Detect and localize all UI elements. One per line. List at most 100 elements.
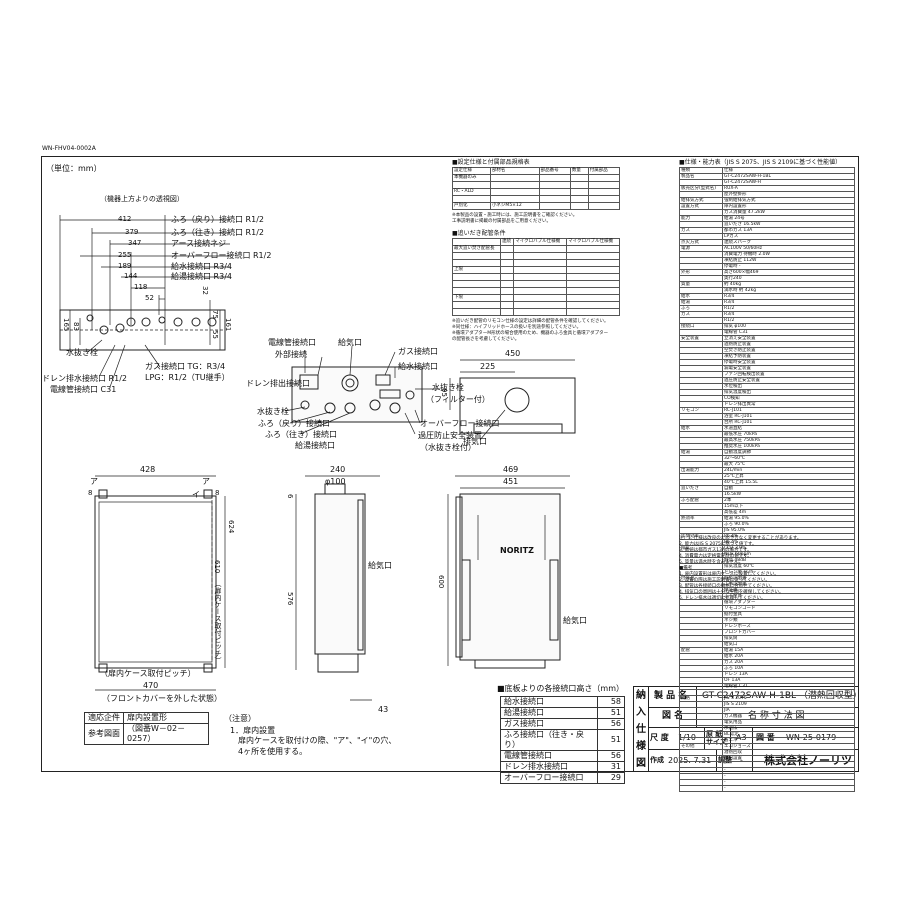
rear-600: 600 [437,575,445,589]
bv-gas: ガス接続口 [398,347,438,356]
mid-table-2: 連続マイクロバブル仕様機マイクロバブル仕様機 最大追い焚き配管長 上限 下限 [452,238,620,316]
front-624: 624 [227,520,235,534]
dim-161: 161 [224,318,232,332]
drawing-frame [41,156,859,772]
spec-note: 5. 質量は満水時を含みません。 [679,560,744,565]
spec-note: 1. 扉内設置形は扉内ケースに設置してください。 [679,572,779,577]
tb-date-label: 作成 [650,756,664,764]
mid2-c3: マイクロバブル仕様機 [566,238,620,246]
bv-water: 給水接続口 [398,362,438,371]
tb-scale-label: 尺 度 [650,733,669,742]
spec-note: 注）1. 仕様は改良のため予告なく変更することがあります。 [679,536,802,541]
tb-v4: 様 [636,741,646,752]
heights-row-name: ガス接続口 [500,718,598,730]
mid1-r1: 本機器のみ [452,174,491,182]
bv-conduit: 電線管接続口 [268,338,316,347]
heights-row-name: ドレン排水接続口 [500,761,598,773]
note-3: 4ヶ所を使用する。 [238,747,308,756]
mid2-title: ■追いだき配管条件 [452,230,506,237]
heights-row-name: 給湯接続口 [500,707,598,719]
ref-r1c1: 適応企件 [84,712,124,724]
label-bath-return: ふろ（戻り）接続口 R1/2 [171,215,264,224]
side-43: 43 [378,705,389,714]
dim-347: 347 [128,239,142,247]
side-240: 240 [330,465,346,474]
front-610: 610 [213,560,221,574]
bv-bath-ret: ふろ（戻り）接続口 [258,419,330,428]
bv-drain-plug2: 水抜き栓 [257,407,289,416]
heights-row-value: 51 [597,729,625,751]
heights-row-name: 給水接続口 [500,696,598,708]
rear-451: 451 [503,477,519,486]
mid2-note2: ※同仕様：ハイブリッドホースの扱いを別途参照してください。 [452,325,582,330]
mid2-r3: 下限 [452,294,501,302]
side-intake: 給気口 [368,561,392,570]
side-6: 6 [286,494,294,499]
rear-intake: 給気口 [563,616,587,625]
bv-relief: 過圧防止安全装置 [418,431,482,440]
tb-v5: 図 [636,758,646,769]
ref-r1c2: 扉内設置形 [123,712,209,724]
bv-drain-plug: 水抜き栓 [432,383,464,392]
label-lpg: LPG：R1/2（TU継手） [145,373,230,382]
label-overflow: オーバーフロー接続口 R1/2 [171,251,272,260]
label-water-in: 給水接続口 R3/4 [171,262,232,271]
front-e2: 8 [215,489,220,497]
tb-v1: 納 [636,690,646,701]
dim-32: 32 [201,286,209,295]
label-drain-outlet: ドレン排水接続口 R1/2 [42,374,127,383]
label-drain-plug: 水抜き栓 [66,348,98,357]
ref-r2c1: 参考図面 [84,723,124,745]
mid2-c2: マイクロバブル仕様機 [513,238,568,246]
mid2-r2: 上限 [452,266,501,274]
dim-255: 255 [118,251,132,259]
side-576: 576 [286,592,294,606]
label-earth: アース接続ネジ [171,239,227,248]
heights-row-value: 31 [597,761,625,773]
front-428: 428 [140,465,156,474]
mid2-note4: の配管長さを考慮してください。 [452,337,520,342]
mid1-r4: 戸別化 [452,202,491,210]
heights-row-value: 58 [597,696,625,708]
spec-note: 2. 能力はJIS S 2075に基づく値です。 [679,542,757,547]
mid2-note3: ※循環アダプターM形状の場合使用のため、機器のふろ金具と循環アダプター [452,331,609,336]
spec-value: - [722,785,855,792]
mid2-r1: 最大追い焚き配管長 [452,245,501,253]
reference-table: 適応企件扉内設置形 参考図面（図番W－02－0257） [84,712,209,745]
heights-title: ■底板よりの各接続口高さ（mm） [497,684,624,693]
dim-379: 379 [125,228,139,236]
view-label: （機器上方よりの透視図） [100,195,184,203]
mid1-h3: 部品番号 [538,167,571,175]
bv-relief-sub: （水抜き栓付） [420,443,476,452]
bv-hot: 給湯接続口 [295,441,335,450]
heights-row-value: 56 [597,750,625,762]
heights-row: ふろ接続口（往き・戻り）51 [500,729,625,751]
front-cover: （フロントカバーを外した状態） [102,694,222,703]
label-conduit: 電線管接続口 C31 [50,385,117,394]
front-a: ア [90,477,98,486]
label-gas: ガス接続口 TG：R3/4 [145,362,226,371]
rear-brand: NORITZ [500,546,534,555]
mid1-h1: 設定仕様 [452,167,491,175]
dim-412: 412 [118,215,132,223]
mid1-r3: 小ネジM5×12 [489,202,540,210]
front-b: イ [192,490,200,499]
spec-note: 2. 設置の際は施工説明書に従ってください。 [679,578,770,583]
heights-row-value: 51 [597,707,625,719]
mid1-h2: 部材名 [489,167,540,175]
spec-note: 3. 配管は各接続口の規格に合わせてください。 [679,584,775,589]
heights-row-name: ふろ接続口（往き・戻り） [500,729,598,751]
note-1: 1．扉内設置 [230,726,276,735]
dim-83: 83 [72,322,80,331]
spec-title: ■仕様・能力表（JIS S 2075、JIS S 2109に基づく性能値） [679,159,842,166]
front-case-pitch: （扉内ケース取付ピッチ） [100,669,196,678]
label-bath-out: ふろ（往き）接続口 R1/2 [171,228,264,237]
mid-table-1: 設定仕様部材名部品番号数量付属部品 本機器のみ RC・ALD 戸別化小ネジM5×… [452,167,621,210]
